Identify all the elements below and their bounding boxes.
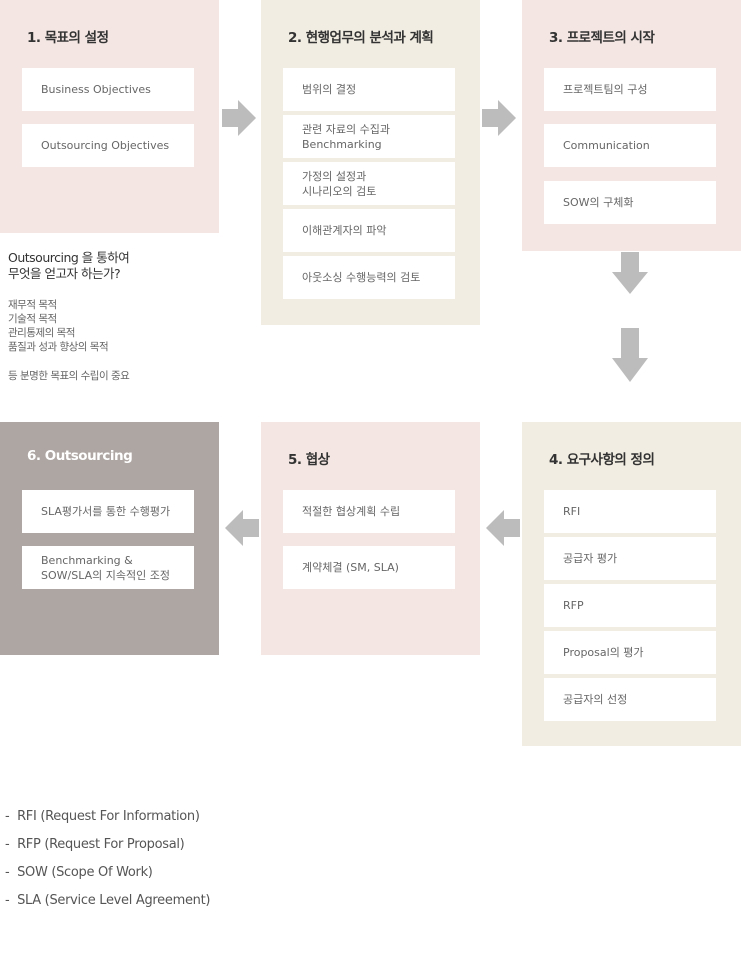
step-title: 1. 목표의 설정	[27, 30, 109, 46]
step-item: 계약체결 (SM, SLA)	[283, 546, 455, 589]
arrow-down-icon	[612, 252, 648, 294]
step-item: RFI	[544, 490, 716, 533]
arrow-left-icon	[225, 510, 259, 546]
arrow-left-icon	[486, 510, 520, 546]
arrow-down-icon	[612, 328, 648, 382]
step-item: 관련 자료의 수집과 Benchmarking	[283, 115, 455, 158]
legend-item: - SLA (Service Level Agreement)	[5, 893, 211, 908]
note-item: 관리통제의 목적	[8, 327, 75, 339]
step-item: Outsourcing Objectives	[22, 124, 194, 167]
step-item: 가정의 설정과 시나리오의 검토	[283, 162, 455, 205]
step-title: 5. 협상	[288, 452, 330, 468]
step-title: 6. Outsourcing	[27, 448, 133, 464]
step-item: SOW의 구체화	[544, 181, 716, 224]
note-list: 재무적 목적 기술적 목적 관리통제의 목적 품질과 성과 향상의 목적	[8, 298, 129, 354]
note-ending: 등 분명한 목표의 수립이 중요	[8, 370, 130, 382]
step-item: 적절한 협상계획 수립	[283, 490, 455, 533]
step-item: RFP	[544, 584, 716, 627]
note-question: Outsourcing 을 통하여 무엇을 얻고자 하는가?	[8, 250, 130, 281]
step-item: 범위의 결정	[283, 68, 455, 111]
legend-item: - SOW (Scope Of Work)	[5, 865, 153, 880]
note-item: 품질과 성과 향상의 목적	[8, 341, 109, 353]
step-item: Business Objectives	[22, 68, 194, 111]
step-item: 아웃소싱 수행능력의 검토	[283, 256, 455, 299]
step-title: 2. 현행업무의 분석과 계획	[288, 30, 434, 46]
legend-item: - RFI (Request For Information)	[5, 809, 200, 824]
step-item: Benchmarking & SOW/SLA의 지속적인 조정	[22, 546, 194, 589]
step-item: 프로젝트팀의 구성	[544, 68, 716, 111]
note-item: 재무적 목적	[8, 299, 57, 311]
arrow-right-icon	[482, 100, 516, 136]
abbreviation-legend: - RFI (Request For Information) - RFP (R…	[5, 809, 210, 921]
legend-item: - RFP (Request For Proposal)	[5, 837, 185, 852]
objectives-note: Outsourcing 을 통하여 무엇을 얻고자 하는가? 재무적 목적 기술…	[8, 250, 130, 383]
step-item: 공급자의 선정	[544, 678, 716, 721]
step-item: 이해관계자의 파악	[283, 209, 455, 252]
arrow-right-icon	[222, 100, 256, 136]
step-item: Communication	[544, 124, 716, 167]
note-item: 기술적 목적	[8, 313, 57, 325]
step-title: 3. 프로젝트의 시작	[549, 30, 655, 46]
step-item: SLA평가서를 통한 수행평가	[22, 490, 194, 533]
step-title: 4. 요구사항의 정의	[549, 452, 655, 468]
step-item: 공급자 평가	[544, 537, 716, 580]
step-item: Proposal의 평가	[544, 631, 716, 674]
